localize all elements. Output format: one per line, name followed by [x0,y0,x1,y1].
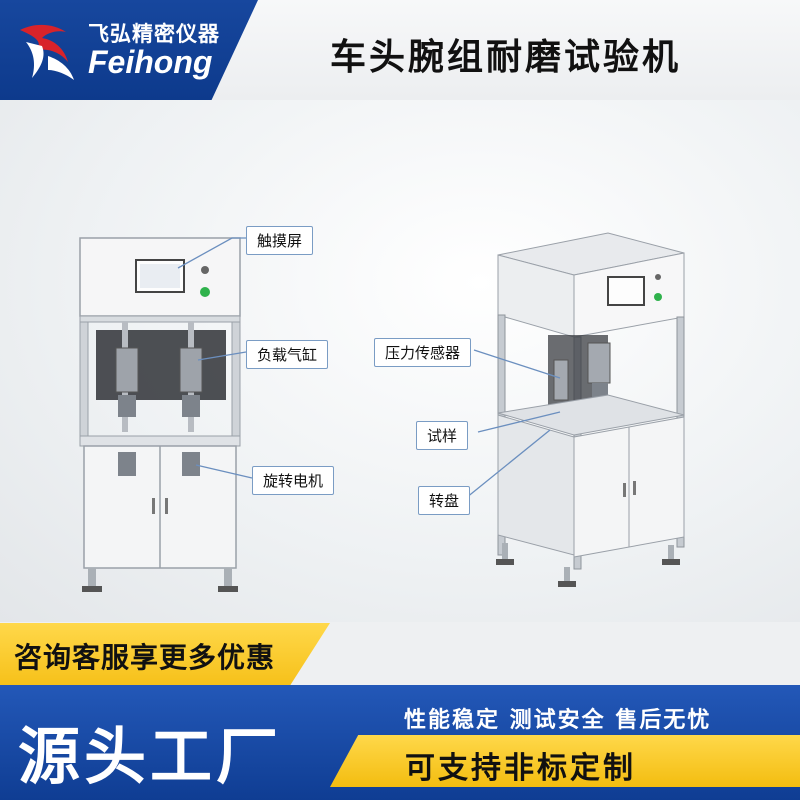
perspective-view-machine-image [496,232,685,587]
callout-pressure-sensor: 压力传感器 [374,338,472,367]
callout-turntable: 转盘 [418,486,471,515]
brand-name-en: Feihong [88,44,213,80]
page-title: 车头腕组耐磨试验机 [330,37,682,78]
feihong-logo-icon [20,24,74,80]
customization-text: 可支持非标定制 [405,751,636,786]
promo-banner [0,623,330,685]
callout-load-cylinder: 负载气缸 [246,340,329,369]
source-factory-title: 源头工厂 [18,720,283,793]
promo-text: 咨询客服享更多优惠 [14,641,276,674]
callout-touchscreen: 触摸屏 [246,226,314,255]
callout-sample: 试样 [416,421,469,450]
brand-name-cn: 飞弘精密仪器 [88,22,220,46]
customization-banner [330,735,800,787]
callout-rotary-motor: 旋转电机 [252,466,335,495]
feature-tagline: 性能稳定 测试安全 售后无忧 [404,708,712,733]
front-view-machine-image [79,237,241,592]
